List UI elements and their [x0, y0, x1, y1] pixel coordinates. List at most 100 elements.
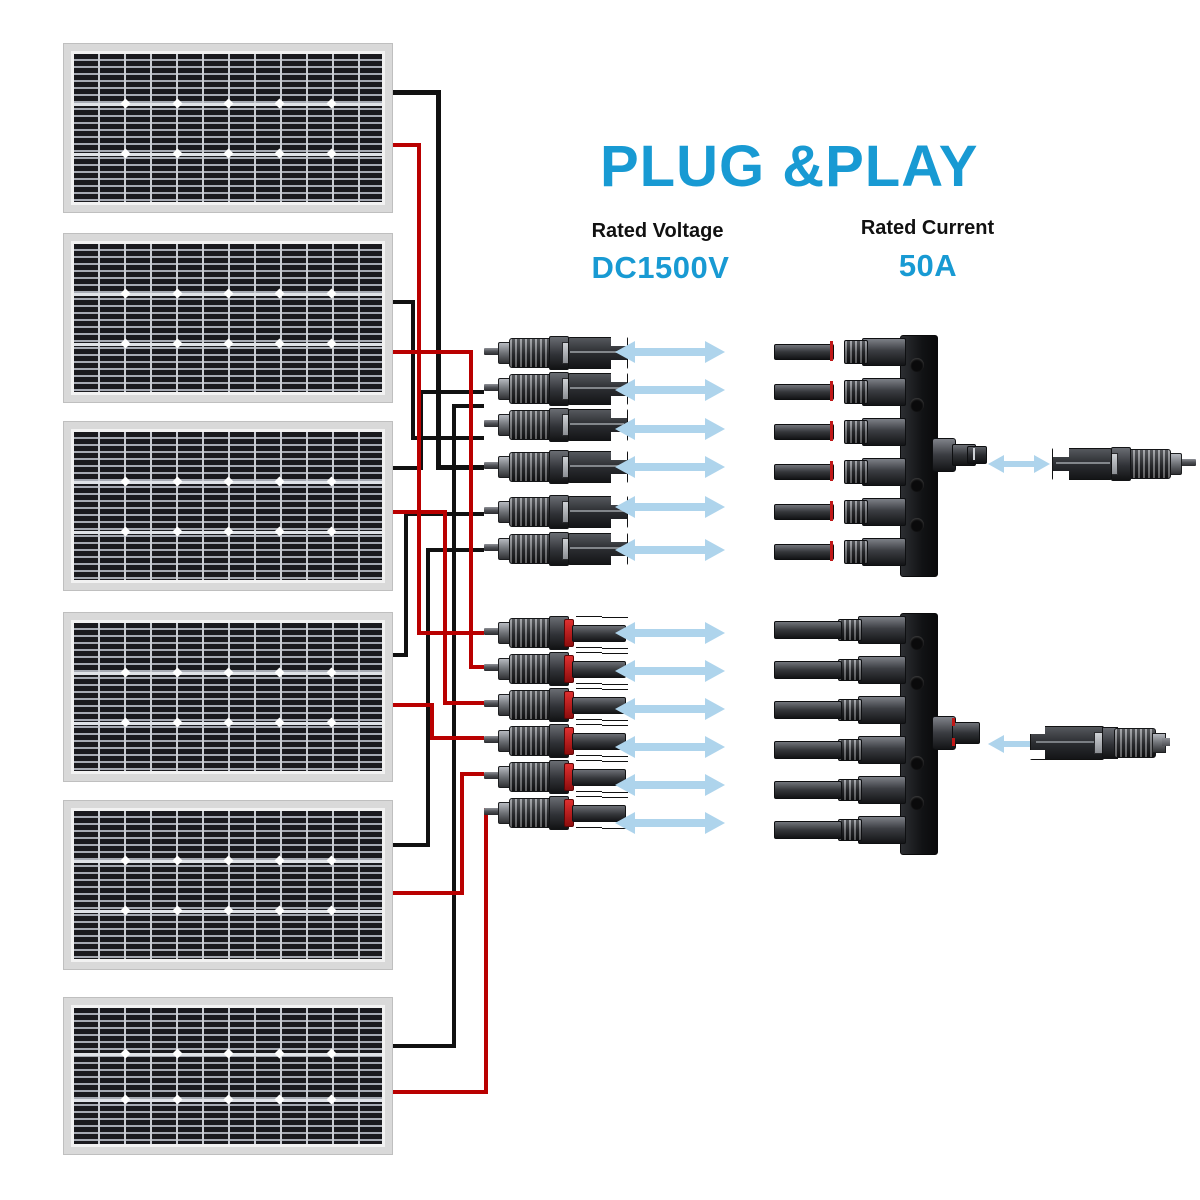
mc4-female-connector[interactable]: [484, 532, 628, 566]
connector-strain-relief: [576, 827, 602, 828]
mc4-male-connector[interactable]: [484, 688, 628, 722]
arrow-shaft: [633, 819, 707, 827]
connector-notch: [1029, 750, 1045, 759]
connector-notch: [611, 474, 627, 483]
arrow-head-right: [705, 774, 725, 796]
connector-grip: [509, 534, 553, 564]
double-arrow-icon: [615, 736, 725, 758]
connector-strain-relief: [576, 724, 602, 725]
rated-current-value: 50A: [898, 248, 958, 283]
double-arrow-icon: [615, 622, 725, 644]
connector-seam: [570, 465, 624, 467]
rated-current-label: Rated Current: [860, 217, 995, 239]
arrow-head-right: [705, 660, 725, 682]
arrow-head-left: [615, 379, 635, 401]
connector-strain-relief: [576, 616, 602, 617]
arrow-shaft: [633, 463, 707, 471]
mc4-male-connector[interactable]: [484, 724, 628, 758]
connector-lead: [1180, 459, 1196, 466]
connector-strain-relief: [576, 791, 602, 792]
connector-notch: [611, 519, 627, 528]
connector-lead: [484, 384, 500, 391]
connector-lead: [484, 462, 500, 469]
connector-grip: [509, 618, 553, 648]
arrow-head-left: [988, 455, 1004, 473]
arrow-head-left: [615, 418, 635, 440]
mc4-female-connector[interactable]: [484, 450, 628, 484]
connector-strain-relief: [602, 761, 628, 762]
connector-body: [1052, 448, 1112, 480]
arrow-head-right: [705, 812, 725, 834]
double-arrow-icon: [988, 455, 1050, 473]
connector-lead: [484, 700, 500, 707]
double-arrow-icon: [615, 774, 725, 796]
mc4-female-connector[interactable]: [484, 495, 628, 529]
connector-strain-relief: [576, 688, 602, 689]
arrow-shaft: [633, 743, 707, 751]
connector-strain-relief: [576, 719, 602, 720]
arrow-shaft: [633, 503, 707, 511]
connector-strain-relief: [602, 720, 628, 721]
arrow-head-left: [615, 736, 635, 758]
connector-seam: [1056, 462, 1110, 464]
connector-seam: [1036, 741, 1096, 743]
arrow-head-left: [615, 456, 635, 478]
arrow-shaft: [633, 705, 707, 713]
connector-strain-relief: [602, 689, 628, 690]
mc4-female-connector[interactable]: [484, 336, 628, 370]
mc4-branch-connector-negative[interactable]: [762, 330, 987, 580]
double-arrow-icon: [615, 812, 725, 834]
arrow-head-left: [615, 622, 635, 644]
connector-body: [568, 337, 628, 369]
connector-lead: [484, 507, 500, 514]
double-arrow-icon: [615, 379, 725, 401]
mc4-male-connector[interactable]: [484, 796, 628, 830]
connector-grip: [509, 762, 553, 792]
connector-notch: [1053, 471, 1069, 480]
connector-lead: [484, 736, 500, 743]
connector-strain-relief: [576, 755, 602, 756]
connector-strain-relief: [602, 617, 628, 618]
connector-strain-relief: [602, 797, 628, 798]
cell-column-separators: [74, 244, 382, 392]
mc4-male-connector-standalone[interactable]: [1029, 722, 1170, 762]
solar-panel: [63, 43, 393, 213]
mc4-female-connector[interactable]: [484, 408, 628, 442]
mc4-male-connector[interactable]: [484, 616, 628, 650]
mc4-branch-connector-positive[interactable]: [762, 608, 982, 858]
connector-seam: [570, 547, 624, 549]
connector-lead: [1162, 738, 1170, 746]
mc4-female-connector-standalone[interactable]: [1052, 447, 1196, 481]
connector-notch: [1029, 725, 1045, 734]
connector-grip: [1127, 449, 1171, 479]
arrow-head-right: [705, 379, 725, 401]
mc4-male-connector[interactable]: [484, 652, 628, 686]
connector-grip: [509, 452, 553, 482]
arrow-shaft: [633, 667, 707, 675]
connector-strain-relief: [602, 648, 628, 649]
cell-column-separators: [74, 811, 382, 959]
connector-lead: [484, 628, 500, 635]
arrow-head-left: [615, 496, 635, 518]
mc4-female-connector[interactable]: [484, 372, 628, 406]
mc4-male-connector[interactable]: [484, 760, 628, 794]
arrow-shaft: [633, 629, 707, 637]
arrow-head-right: [705, 456, 725, 478]
connector-grip: [509, 338, 553, 368]
cell-column-separators: [74, 1008, 382, 1144]
arrow-head-right: [705, 341, 725, 363]
arrow-shaft: [633, 348, 707, 356]
connector-notch: [611, 360, 627, 369]
double-arrow-icon: [615, 496, 725, 518]
arrow-head-left: [988, 735, 1004, 753]
solar-panel: [63, 612, 393, 782]
connector-notch: [1053, 448, 1069, 457]
arrow-shaft: [633, 425, 707, 433]
solar-panel: [63, 233, 393, 403]
double-arrow-icon: [615, 539, 725, 561]
solar-panel: [63, 421, 393, 591]
connector-grip: [1114, 728, 1156, 758]
cell-column-separators: [74, 623, 382, 771]
connector-lead: [484, 420, 500, 427]
arrow-head-right: [705, 698, 725, 720]
